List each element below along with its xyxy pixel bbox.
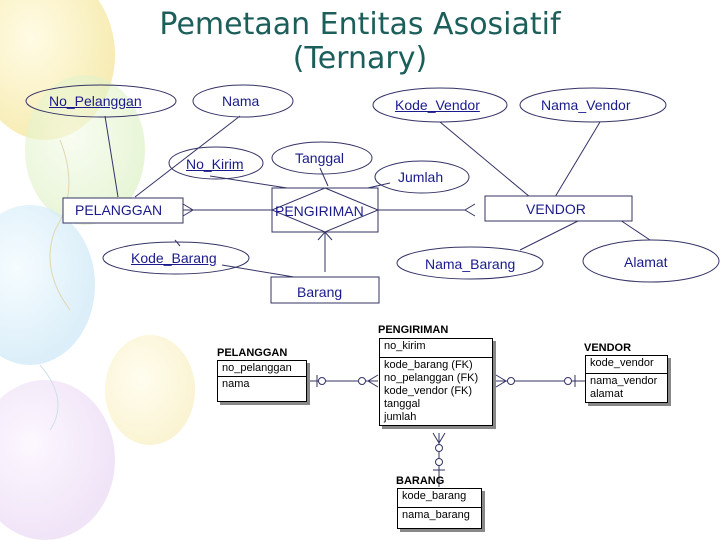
attribute-label-nama-vendor: Nama_Vendor [541,97,631,113]
table-pk-section: no_kirim [380,339,492,357]
attribute-ellipse-no-pelanggan [25,84,177,118]
table-field: no_kirim [384,340,426,352]
connector-line [619,219,651,241]
table-attr-section: nama_vendor alamat [586,373,667,402]
schema-crowfoot-marker [432,432,446,444]
schema-crowfoot-marker [367,374,379,388]
associative-entity-diamond [270,187,380,233]
entity-label-barang: Barang [297,284,343,300]
slide-title-line-1: Pemetaan Entitas Asosiatif [159,7,561,42]
table-pk-section: kode_barang [398,489,481,507]
table-field: no_pelanggan [222,362,292,374]
attribute-label-no-pelanggan: No_Pelanggan [49,93,142,109]
attribute-ellipse-nama-vendor [519,87,667,123]
table-attr-section: kode_barang (FK) no_pelanggan (FK) kode_… [380,357,492,425]
connector-line [554,121,601,198]
connector-line [221,264,301,279]
entity-box-pelanggan [62,197,184,224]
schema-optional-marker [564,377,572,385]
crowfoot-marker [182,203,194,217]
table-pengiriman: no_kirim kode_barang (FK) no_pelanggan (… [379,338,493,426]
table-pk-section: no_pelanggan [218,361,306,376]
table-vendor: kode_vendor nama_vendor alamat [585,355,668,403]
balloon-shape [25,75,145,225]
table-field: no_pelanggan (FK) [384,372,479,384]
entity-label-pelanggan: PELANGGAN [75,202,163,218]
table-field: tanggal [384,398,421,410]
attribute-ellipse-alamat [582,239,720,283]
attribute-ellipse-jumlah [374,160,470,194]
connector-line [519,219,581,251]
entity-box-vendor [484,195,633,222]
entity-box-barang [270,276,380,304]
attribute-label-alamat: Alamat [624,254,668,270]
connector-line [439,121,531,198]
table-field: kode_vendor [590,357,654,369]
connector-line [134,115,241,198]
table-title-pelanggan: PELANGGAN [217,347,288,359]
table-title-pengiriman: PENGIRIMAN [378,324,449,336]
balloon-shape [0,205,95,365]
attribute-label-nama: Nama [222,93,260,109]
balloon-shape [105,335,195,445]
attribute-label-nama-barang: Nama_Barang [425,256,516,272]
table-field: nama [222,378,250,390]
attribute-label-tanggal: Tanggal [295,150,345,166]
attribute-label-no-kirim: No_Kirim [186,156,244,172]
schema-optional-marker [318,377,326,385]
crowfoot-marker [464,203,476,217]
table-field: alamat [590,388,624,400]
table-field: nama_barang [402,509,470,521]
attribute-ellipse-no-kirim [168,146,264,180]
attribute-ellipse-tanggal [271,141,373,175]
attribute-ellipse-kode-vendor [372,87,508,123]
entity-label-vendor: VENDOR [526,201,586,217]
balloon-string [39,364,59,431]
connector-line [174,239,181,247]
table-attr-section: nama_barang [398,507,481,528]
schema-optional-marker [507,377,515,385]
schema-optional-marker [358,377,366,385]
table-title-barang: BARANG [396,475,445,487]
connector-line [104,115,119,198]
table-pk-section: kode_vendor [586,356,667,373]
schema-optional-marker [435,444,443,452]
attribute-ellipse-nama-barang [396,246,544,280]
attribute-label-kode-barang: Kode_Barang [131,250,217,266]
relationship-label-pengiriman: PENGIRIMAN [275,203,364,219]
attribute-label-kode-vendor: Kode_Vendor [395,97,480,113]
associative-entity-box [271,187,379,233]
table-title-vendor: VENDOR [584,342,632,354]
balloon-shape [0,380,115,540]
table-field: kode_barang (FK) [384,359,473,371]
attribute-ellipse-nama [192,84,294,118]
table-pelanggan: no_pelanggan nama [217,360,307,402]
table-field: jumlah [384,411,417,423]
slide-title-line-2: (Ternary) [292,41,428,76]
table-attr-section: nama [218,376,306,401]
schema-optional-marker [435,458,443,466]
table-field: kode_vendor (FK) [384,385,473,397]
table-field: nama_vendor [590,375,658,387]
table-field: kode_barang [402,490,467,502]
connector-line [319,167,329,187]
schema-crowfoot-marker [495,374,507,388]
attribute-ellipse-kode-barang [102,241,250,275]
table-barang: kode_barang nama_barang [397,488,482,529]
attribute-label-jumlah: Jumlah [398,169,444,185]
balloon-string [49,139,71,311]
